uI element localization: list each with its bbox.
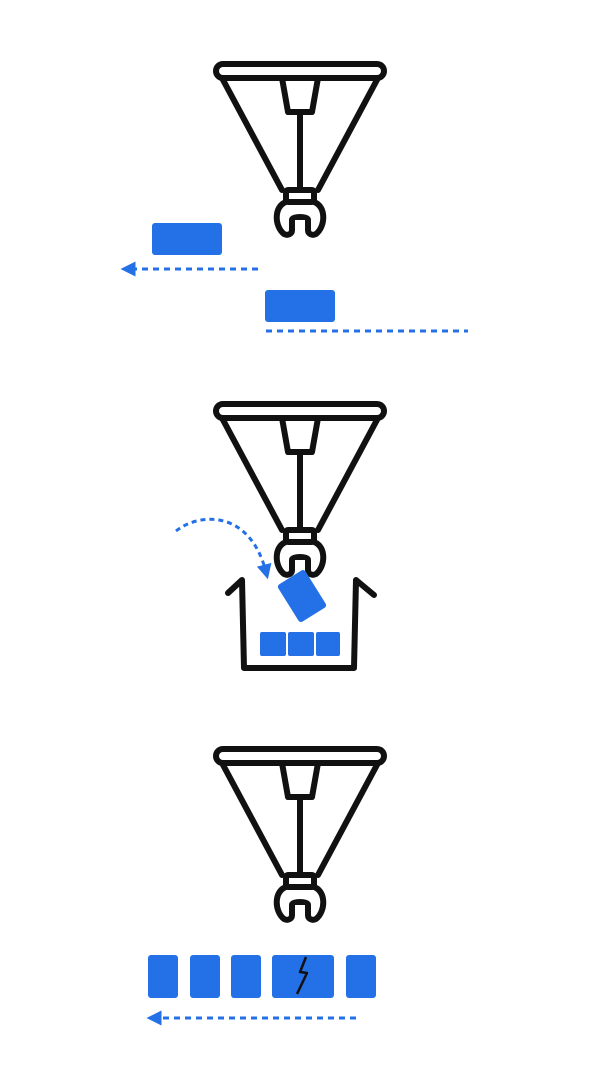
product-box-icon: [288, 632, 314, 656]
product-box-icon: [231, 955, 261, 998]
scene-sorting: [120, 64, 468, 333]
product-box-icon: [265, 290, 335, 322]
delta-robot-icon: [216, 64, 384, 235]
pick-arrow: [175, 517, 272, 580]
crack-icon: [295, 956, 309, 995]
product-box-icon: [260, 632, 286, 656]
product-box-icon: [148, 955, 178, 998]
defective-product-icon: [272, 955, 334, 998]
open-box-icon: [225, 577, 377, 671]
product-box-icon: [316, 632, 340, 656]
delta-robot-icon: [216, 404, 384, 575]
scene-packing: [175, 404, 384, 671]
product-box-icon: [346, 955, 376, 998]
delta-robot-icon: [216, 749, 384, 920]
product-box-icon: [190, 955, 220, 998]
scene-inspection: [146, 749, 384, 1026]
product-box-icon: [152, 223, 222, 255]
product-box-icon: [277, 569, 327, 623]
